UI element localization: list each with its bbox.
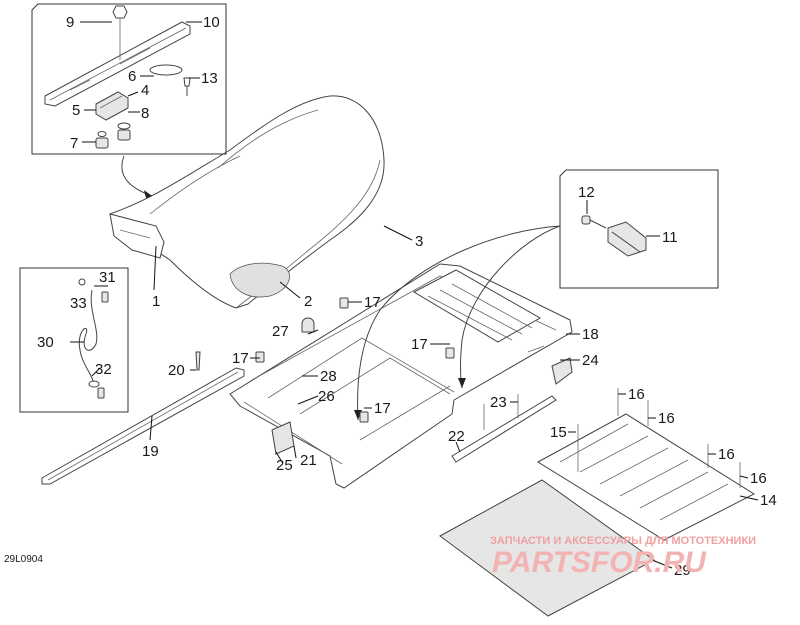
part-label: 31: [99, 269, 116, 286]
part-label: 16: [628, 386, 645, 403]
part-label: 17: [232, 350, 249, 367]
part-labels: 9 10 6 13 4 5 8 7 3 12 11 31 33 30 32 1 …: [37, 14, 777, 579]
watermark: ЗАПЧАСТИ И АКСЕССУАРЫ ДЛЯ МОТОТЕХНИКИ PA…: [490, 535, 756, 579]
part-label: 26: [318, 388, 335, 405]
part-label: 17: [364, 294, 381, 311]
part-label: 4: [141, 82, 149, 99]
part-label: 1: [152, 293, 160, 310]
part-label: 7: [70, 135, 78, 152]
part-label: 32: [95, 361, 112, 378]
part-label: 18: [582, 326, 599, 343]
part-label: 14: [760, 492, 777, 509]
floor-mat: [439, 479, 655, 617]
part-label: 30: [37, 334, 54, 351]
part-label: 33: [70, 295, 87, 312]
part-label: 24: [582, 352, 599, 369]
floor-tray: [537, 388, 756, 541]
part-label: 17: [411, 336, 428, 353]
part-label: 6: [128, 68, 136, 85]
part-label: 12: [578, 184, 595, 201]
part-label: 5: [72, 102, 80, 119]
part-label: 25: [276, 457, 293, 474]
part-label: 10: [203, 14, 220, 31]
part-label: 27: [272, 323, 289, 340]
part-label: 29: [674, 562, 691, 579]
part-label: 19: [142, 443, 159, 460]
inset-latch-detail: [31, 3, 227, 155]
part-label: 16: [658, 410, 675, 427]
part-label: 13: [201, 70, 218, 87]
part-label: 20: [168, 362, 185, 379]
part-label: 23: [490, 394, 507, 411]
part-label: 9: [66, 14, 74, 31]
part-label: 16: [750, 470, 767, 487]
figure-code: 29L0904: [4, 554, 43, 565]
part-label: 28: [320, 368, 337, 385]
watermark-brand: PARTSFOR.RU: [492, 546, 707, 579]
trim-strip: [41, 351, 245, 485]
rod-parts: [451, 394, 557, 463]
part-label: 16: [718, 446, 735, 463]
part-label: 21: [300, 452, 317, 469]
storage-frame: [229, 225, 573, 489]
part-label: 17: [374, 400, 391, 417]
part-label: 8: [141, 105, 149, 122]
part-label: 11: [662, 229, 678, 246]
inset-hinge-detail: [559, 169, 719, 289]
seat-cushion: [109, 95, 385, 309]
part-label: 2: [304, 293, 312, 310]
part-label: 15: [550, 424, 567, 441]
watermark-tagline: ЗАПЧАСТИ И АКСЕССУАРЫ ДЛЯ МОТОТЕХНИКИ: [490, 535, 756, 547]
leader-lines: [70, 21, 759, 569]
part-label: 3: [415, 233, 423, 250]
inset-tether-cable: [19, 267, 129, 413]
part-label: 22: [448, 428, 465, 445]
